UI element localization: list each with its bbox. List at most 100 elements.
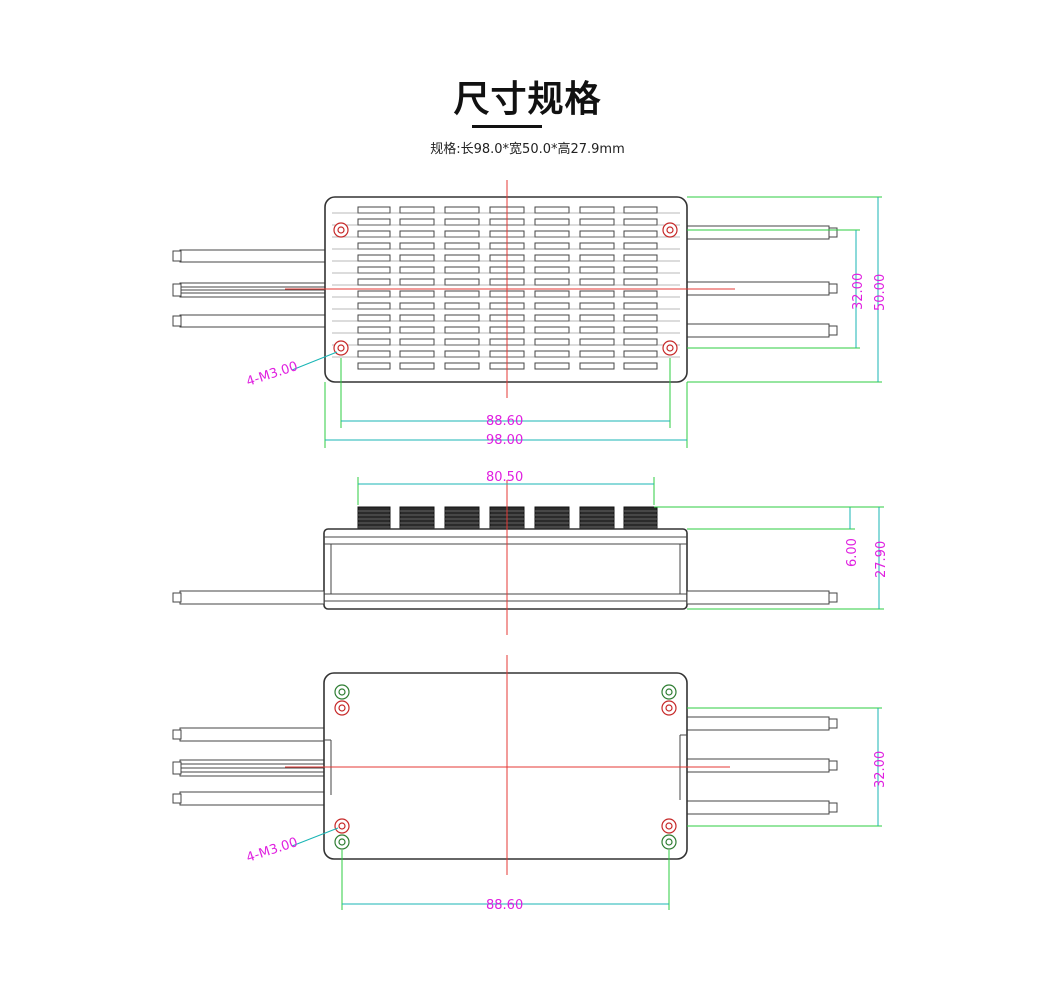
fin-slot xyxy=(444,242,480,250)
fin-slot xyxy=(399,254,435,262)
side-height: 27.90 xyxy=(874,541,889,578)
fin-slot xyxy=(444,230,480,238)
fin-slot xyxy=(399,290,435,298)
fin-slot xyxy=(444,218,480,226)
fin-slot xyxy=(534,338,570,346)
fin-slot xyxy=(357,338,391,346)
fin-slot xyxy=(579,242,615,250)
fin-slot xyxy=(579,206,615,214)
fin-slot xyxy=(444,254,480,262)
top-holes-label: 4-M3.00 xyxy=(245,359,300,390)
fin-slot xyxy=(623,218,658,226)
fin-slot xyxy=(579,314,615,322)
fin-slot xyxy=(357,362,391,370)
fin-slot xyxy=(623,338,658,346)
fin-slot xyxy=(579,338,615,346)
side-fin-block xyxy=(579,506,615,530)
fin-slot xyxy=(623,230,658,238)
fin-slot xyxy=(534,242,570,250)
bottom-view: 4-M3.00 88.60 32.00 xyxy=(172,655,888,913)
fin-slot xyxy=(444,266,480,274)
fin-slot xyxy=(534,362,570,370)
side-view: 80.50 6.00 27.90 xyxy=(172,470,889,635)
fin-slot xyxy=(534,350,570,358)
fin-slot xyxy=(623,350,658,358)
fin-slot xyxy=(399,206,435,214)
fin-slot xyxy=(399,302,435,310)
title-underline xyxy=(472,125,542,128)
fin-slot xyxy=(444,302,480,310)
fin-slot xyxy=(623,266,658,274)
top-length: 98.00 xyxy=(486,433,523,448)
top-hole-spacing: 88.60 xyxy=(486,414,523,429)
fin-slot xyxy=(357,242,391,250)
side-fin-block xyxy=(623,506,658,530)
fin-slot xyxy=(357,350,391,358)
fin-slot xyxy=(399,230,435,238)
bottom-right-wires xyxy=(686,716,838,815)
fin-slot xyxy=(399,326,435,334)
fin-slot xyxy=(399,278,435,286)
fin-slot xyxy=(623,206,658,214)
fin-slot xyxy=(399,350,435,358)
side-left-wire xyxy=(179,590,325,605)
side-fin-block xyxy=(444,506,480,530)
fin-slot xyxy=(444,206,480,214)
side-fins xyxy=(357,506,658,530)
fin-slot xyxy=(623,302,658,310)
top-wire-spacing: 32.00 xyxy=(851,273,866,310)
side-right-wire xyxy=(686,590,830,605)
fin-slot xyxy=(579,302,615,310)
bottom-hole-spacing: 88.60 xyxy=(486,898,523,913)
side-fin-block xyxy=(357,506,391,530)
top-view: 4-M3.00 88.60 98.00 50.00 32.00 xyxy=(172,180,888,448)
fin-slot xyxy=(399,314,435,322)
bottom-holes xyxy=(334,684,677,850)
fin-slot xyxy=(579,230,615,238)
bottom-body xyxy=(323,672,688,860)
fin-slot xyxy=(534,230,570,238)
fin-slot xyxy=(534,206,570,214)
side-fin-height: 6.00 xyxy=(845,538,860,567)
fin-slot xyxy=(623,278,658,286)
fin-slot xyxy=(623,290,658,298)
fin-slot xyxy=(444,290,480,298)
spec-text: 规格:长98.0*宽50.0*高27.9mm xyxy=(430,142,625,157)
fin-slot xyxy=(579,254,615,262)
fin-slot xyxy=(534,218,570,226)
fin-slot xyxy=(357,314,391,322)
fin-slot xyxy=(534,290,570,298)
fin-slot xyxy=(534,314,570,322)
fin-slot xyxy=(623,254,658,262)
side-fin-block xyxy=(534,506,570,530)
fin-slot xyxy=(357,218,391,226)
fin-slot xyxy=(399,338,435,346)
fin-slot xyxy=(357,206,391,214)
fin-slot xyxy=(357,278,391,286)
bottom-holes-label: 4-M3.00 xyxy=(245,835,300,866)
fin-slot xyxy=(444,350,480,358)
fin-slot xyxy=(399,218,435,226)
fin-slot xyxy=(579,290,615,298)
fin-slot xyxy=(444,326,480,334)
fin-slot xyxy=(444,314,480,322)
fin-slot xyxy=(534,254,570,262)
fin-slot xyxy=(579,350,615,358)
fin-slot xyxy=(579,218,615,226)
page-title: 尺寸规格 xyxy=(453,79,602,120)
fin-slot xyxy=(579,266,615,274)
fin-slot xyxy=(444,278,480,286)
fin-slot xyxy=(623,326,658,334)
bottom-wire-spacing: 32.00 xyxy=(873,751,888,788)
fin-slot xyxy=(357,230,391,238)
fin-slot xyxy=(579,362,615,370)
fin-slot xyxy=(357,266,391,274)
fin-slot xyxy=(357,254,391,262)
fin-slot xyxy=(357,302,391,310)
fin-slot xyxy=(444,362,480,370)
top-left-wires xyxy=(172,249,326,328)
fin-slot xyxy=(534,266,570,274)
fin-slot xyxy=(534,302,570,310)
fin-slot xyxy=(623,314,658,322)
